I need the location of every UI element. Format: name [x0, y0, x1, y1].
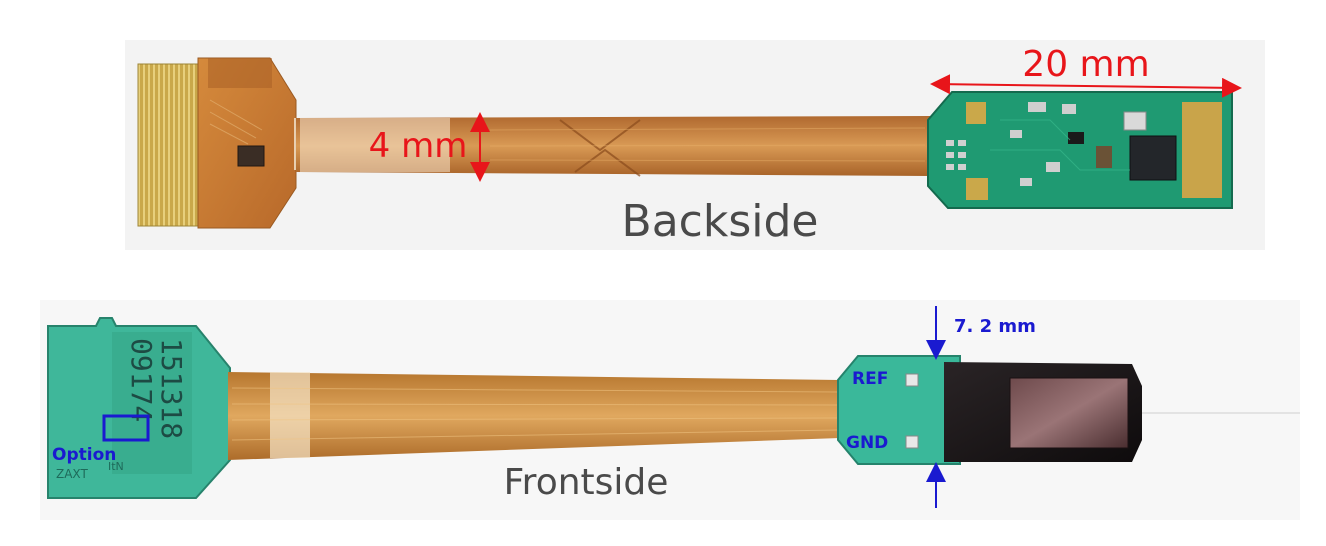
pcb-board-front — [837, 355, 961, 465]
smd-component — [237, 145, 265, 167]
pad-ref-label: REF — [852, 369, 888, 389]
pad-ref — [905, 373, 919, 387]
option-highlight-box — [102, 414, 150, 442]
frontside-label: Frontside — [504, 462, 669, 503]
connector-marking: 151318 09174 — [125, 338, 188, 439]
connector-fingers — [137, 63, 203, 227]
logo-text: ZAXT — [56, 467, 88, 481]
small-marking: ItN — [108, 460, 124, 473]
sensor-die — [1009, 377, 1129, 449]
width-dimension-label: 20 mm — [1022, 44, 1149, 85]
height-dimension-label: 7. 2 mm — [954, 316, 1036, 337]
dimension-7-2mm: 7. 2 mm — [926, 306, 1036, 508]
marking-line1: 151318 — [155, 338, 188, 439]
marking-line2: 09174 — [125, 338, 158, 422]
dimension-20mm: 20 mm — [930, 44, 1242, 98]
pad-gnd — [905, 435, 919, 449]
option-label: Option — [52, 445, 116, 465]
frontside-photo: 151318 09174 ZAXT ItN — [40, 300, 1300, 520]
backside-label: Backside — [622, 196, 819, 247]
pad-gnd-label: GND — [846, 433, 888, 453]
flex-dimension-label: 4 mm — [369, 126, 468, 166]
dimension-4mm: 4 mm — [369, 112, 490, 182]
